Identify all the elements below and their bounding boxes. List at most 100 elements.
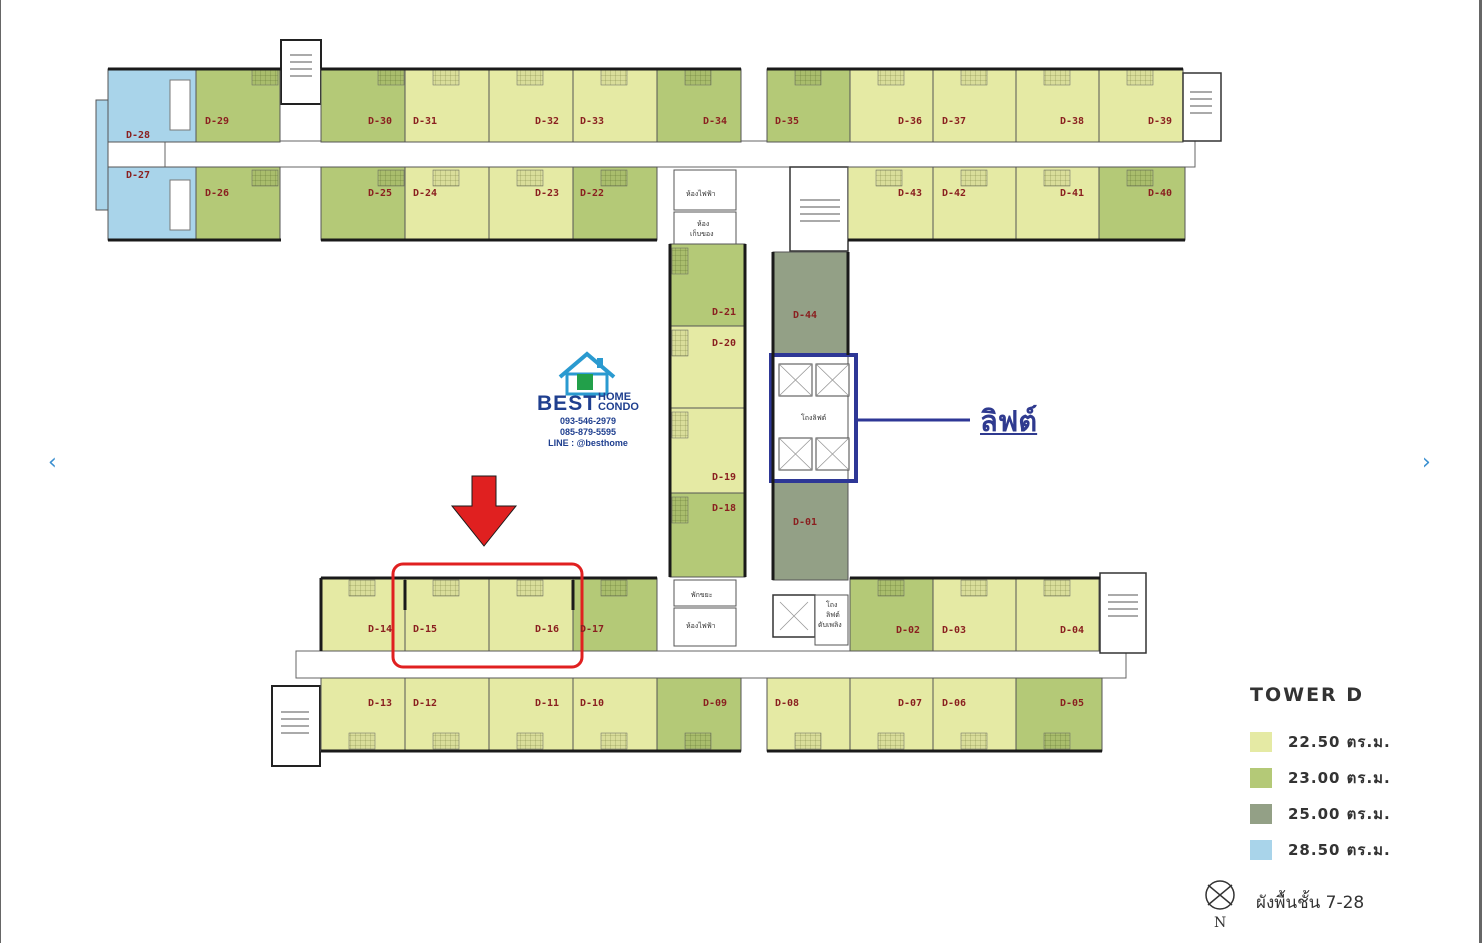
label-d31: D-31 <box>413 116 437 127</box>
label-d09: D-09 <box>703 698 727 709</box>
stairwell <box>280 39 322 105</box>
label-electrical-top: ห้องไฟฟ้า <box>686 189 716 198</box>
label-d30: D-30 <box>368 116 392 127</box>
label-d41: D-41 <box>1060 188 1084 199</box>
logo-phone-1: 093-546-2979 <box>559 416 617 426</box>
label-d11: D-11 <box>535 698 559 709</box>
legend-item: 28.50 ตร.ม. <box>1250 832 1391 868</box>
logo-best: BEST <box>537 392 598 415</box>
electrical-room-top <box>673 169 737 211</box>
label-d38: D-38 <box>1060 116 1084 127</box>
label-storage: ห้อง <box>697 220 709 228</box>
floor-plan-label: ผังพื้นชั้น 7-28 <box>1256 893 1365 913</box>
label-d44: D-44 <box>793 310 817 321</box>
legend-item: 25.00 ตร.ม. <box>1250 796 1391 832</box>
unit-d44[interactable] <box>772 251 849 356</box>
label-d40: D-40 <box>1148 188 1172 199</box>
label-d14: D-14 <box>368 624 392 635</box>
legend-item: 22.50 ตร.ม. <box>1250 724 1391 760</box>
exterior-walls <box>108 67 1185 753</box>
label-d20: D-20 <box>712 338 736 349</box>
label-electrical-bottom: ห้องไฟฟ้า <box>686 621 716 630</box>
legend-label: 28.50 ตร.ม. <box>1288 841 1391 859</box>
down-arrow-icon <box>450 475 518 547</box>
legend-swatch <box>1250 768 1272 788</box>
label-d07: D-07 <box>898 698 922 709</box>
label-d43: D-43 <box>898 188 922 199</box>
page-edge-right <box>1479 0 1482 943</box>
label-d21: D-21 <box>712 307 736 318</box>
legend-label: 22.50 ตร.ม. <box>1288 733 1391 751</box>
lift-callout-label: ลิฟต์ <box>980 404 1038 438</box>
label-d05: D-05 <box>1060 698 1084 709</box>
label-d04: D-04 <box>1060 625 1084 636</box>
prev-arrow-icon[interactable]: ‹ <box>48 450 57 475</box>
electrical-room-bottom <box>673 607 737 647</box>
center-right-wing <box>769 251 970 646</box>
label-fire-lobby-1: โถง <box>826 600 837 609</box>
label-d17: D-17 <box>580 624 604 635</box>
stairwell <box>789 166 849 252</box>
label-fire-lobby-2: ลิฟต์ <box>826 611 840 619</box>
stairwell <box>1099 572 1147 654</box>
label-garbage: พักขยะ <box>691 591 713 599</box>
label-d37: D-37 <box>942 116 966 127</box>
label-d39: D-39 <box>1148 116 1172 127</box>
label-d35: D-35 <box>775 116 799 127</box>
lift-highlight-box <box>769 353 858 483</box>
legend-swatch <box>1250 732 1272 752</box>
unit-d01[interactable] <box>772 479 849 581</box>
garbage-room <box>673 579 737 607</box>
legend-item: 23.00 ตร.ม. <box>1250 760 1391 796</box>
label-d12: D-12 <box>413 698 437 709</box>
legend-swatch <box>1250 804 1272 824</box>
legend-swatch <box>1250 840 1272 860</box>
logo-line: LINE : @besthome <box>548 438 628 448</box>
label-d36: D-36 <box>898 116 922 127</box>
label-d23: D-23 <box>535 188 559 199</box>
label-d19: D-19 <box>712 472 736 483</box>
page-edge-left <box>0 0 1 943</box>
legend-label: 25.00 ตร.ม. <box>1288 805 1391 823</box>
logo-phone-2: 085-879-5595 <box>559 427 617 437</box>
center-left-wing <box>669 169 746 647</box>
label-d18: D-18 <box>712 503 736 514</box>
label-d27: D-27 <box>126 170 150 181</box>
highlight-d15-d16 <box>391 562 584 669</box>
label-d22: D-22 <box>580 188 604 199</box>
fire-lift-lobby <box>814 594 849 646</box>
logo-home: HOME <box>598 391 632 403</box>
legend: TOWER D 22.50 ตร.ม. 23.00 ตร.ม. 25.00 ตร… <box>1250 684 1391 868</box>
bottom-right-wing <box>766 572 1147 752</box>
floor-plan-caption: ผังพื้นชั้น 7-28 <box>1248 889 1364 916</box>
label-d42: D-42 <box>942 188 966 199</box>
room-labels: ห้องไฟฟ้า ห้อง เก็บของ โถงลิฟต์ พักขยะ ห… <box>686 189 842 630</box>
label-d33: D-33 <box>580 116 604 127</box>
legend-label: 23.00 ตร.ม. <box>1288 769 1391 787</box>
next-arrow-icon[interactable]: › <box>1422 450 1431 475</box>
label-d28: D-28 <box>126 130 150 141</box>
compass-letter: N <box>1214 915 1226 931</box>
label-d08: D-08 <box>775 698 799 709</box>
label-d10: D-10 <box>580 698 604 709</box>
label-d34: D-34 <box>703 116 727 127</box>
storage-room <box>673 211 737 245</box>
stairwell <box>1182 72 1222 142</box>
label-d29: D-29 <box>205 116 229 127</box>
label-fire-lobby-3: ดับเพลิง <box>818 621 842 629</box>
north-compass-icon: N <box>1205 880 1235 931</box>
label-d03: D-03 <box>942 625 966 636</box>
label-d16: D-16 <box>535 624 559 635</box>
top-left-wing <box>95 39 742 241</box>
logo-condo: CONDO <box>598 401 639 413</box>
unit-labels: D-28 D-27 D-29 D-30 D-31 D-32 D-33 D-34 … <box>126 116 1172 709</box>
label-d25: D-25 <box>368 188 392 199</box>
label-d32: D-32 <box>535 116 559 127</box>
label-d13: D-13 <box>368 698 392 709</box>
label-lift-lobby: โถงลิฟต์ <box>801 413 827 422</box>
house-icon <box>558 351 616 396</box>
legend-title: TOWER D <box>1250 684 1365 706</box>
label-d01: D-01 <box>793 517 817 528</box>
